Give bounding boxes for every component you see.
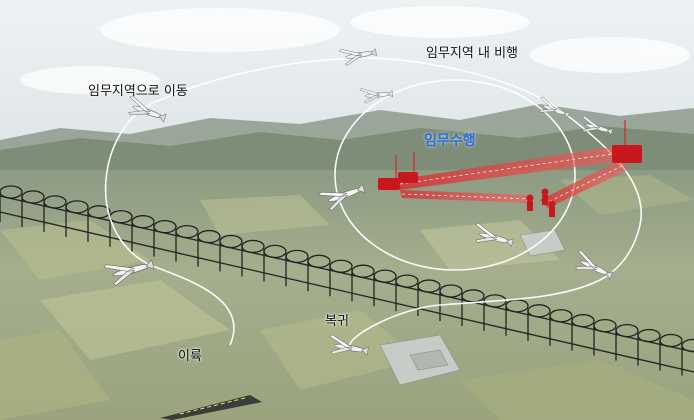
label-takeoff: 이륙 [178,349,202,364]
fence-wire-icon [549,309,573,323]
mission-beams [395,145,628,208]
uav-aircraft-icon [359,88,393,104]
fence-wire-icon [65,200,89,214]
uav-aircraft-icon [475,222,514,248]
fence-wire-icon [241,239,265,254]
fence-wire-icon [439,284,463,298]
uav-aircraft-icon [329,334,369,356]
label-move-to-area: 임무지역으로 이동 [88,84,188,99]
uav-aircraft-icon [103,259,155,286]
fence-wire-icon [219,234,243,249]
fence-wire-icon [417,279,441,293]
fence-wire-icon [527,304,551,318]
fence-wire-icon [681,338,694,353]
fence-wire-icon [263,244,287,259]
uav-aircraft-icon [318,183,366,211]
uav-aircraft-icon [128,95,167,123]
fence-wire-icon [615,323,639,338]
fence-wire-icon [637,328,661,343]
fence-wire-icon [21,190,45,204]
fence-wire-icon [593,318,617,333]
uav-aircraft-icon [338,48,377,66]
fence-wire-icon [329,259,353,273]
fence-wire-icon [351,264,375,278]
fence-wire-icon [659,333,683,348]
fence-wire-icon [153,219,177,234]
uav-fleet [103,48,614,356]
fence-wire-icon [43,195,67,209]
fence-wire-icon [87,205,111,219]
fence-wire-icon [307,254,331,268]
clouds [20,6,690,94]
label-fly-in-area: 임무지역 내 비행 [426,46,518,61]
label-mission: 임무수행 [424,133,476,149]
fence-wire-icon [395,274,419,288]
soldier-icon [526,188,556,217]
uav-aircraft-icon [539,96,570,119]
fence-wire-icon [175,224,199,239]
ground-vehicle-icon [378,145,642,190]
fence-wire-icon [131,215,155,229]
label-return: 복귀 [325,314,349,329]
base-buildings [379,229,566,386]
fence-wire-icon [571,314,595,328]
fence-wire-icon [197,229,221,244]
runway [160,395,262,420]
uav-aircraft-icon [575,250,614,280]
fence-wire-icon [373,269,397,283]
fence-wire-icon [0,185,23,199]
fence-wire-icon [285,249,309,264]
flight-path [104,57,643,346]
uav-aircraft-icon [582,115,614,136]
